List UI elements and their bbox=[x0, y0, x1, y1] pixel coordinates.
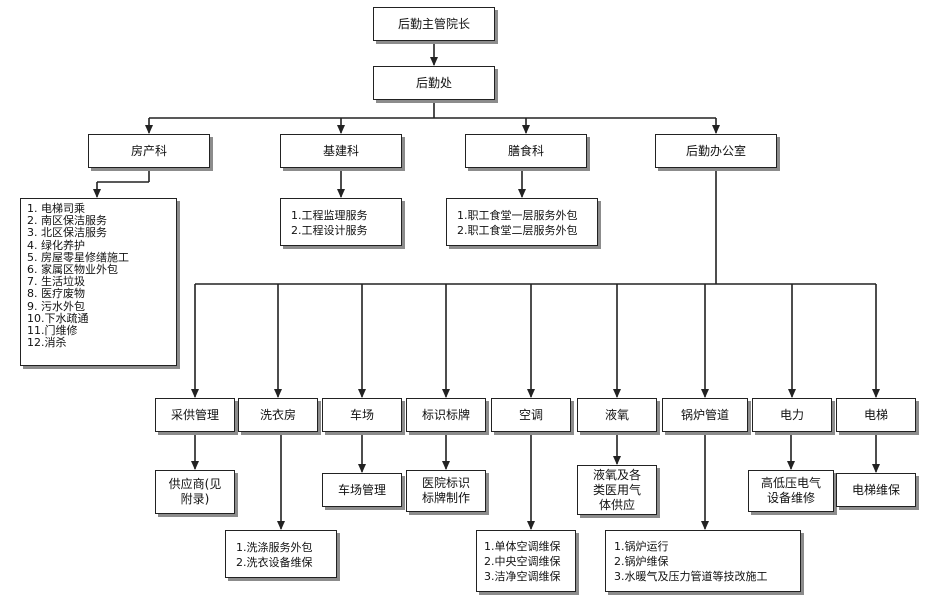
boiler-detail-list: 1.锅炉运行 2.锅炉维保 3.水暖气及压力管道等技改施工 bbox=[605, 530, 801, 592]
node-construction-dept: 基建科 bbox=[280, 134, 402, 168]
list-item: 2.职工食堂二层服务外包 bbox=[457, 224, 578, 237]
node-vice-president: 后勤主管院长 bbox=[373, 7, 495, 41]
construction-services-list: 1.工程监理服务 2.工程设计服务 bbox=[280, 198, 402, 246]
unit-air-conditioning: 空调 bbox=[491, 398, 571, 432]
list-item: 1.职工食堂一层服务外包 bbox=[457, 209, 578, 222]
list-item: 1.洗涤服务外包 bbox=[236, 541, 313, 554]
list-item: 8. 医疗废物 bbox=[27, 287, 85, 301]
unit-liquid-oxygen: 液氧 bbox=[577, 398, 657, 432]
parking-detail: 车场管理 bbox=[322, 473, 402, 507]
list-item: 1.单体空调维保 bbox=[484, 540, 561, 553]
property-services-list: 1. 电梯司乘 2. 南区保洁服务 3. 北区保洁服务 4. 绿化养护 5. 房… bbox=[20, 198, 177, 366]
list-item: 2.锅炉维保 bbox=[614, 555, 669, 568]
unit-elevator: 电梯 bbox=[836, 398, 916, 432]
list-item: 3.水暖气及压力管道等技改施工 bbox=[614, 570, 768, 583]
procurement-detail: 供应商(见 附录) bbox=[155, 470, 235, 514]
list-item: 2. 南区保洁服务 bbox=[27, 214, 107, 228]
signage-detail: 医院标识 标牌制作 bbox=[406, 470, 486, 512]
unit-laundry: 洗衣房 bbox=[238, 398, 318, 432]
list-item: 3.洁净空调维保 bbox=[484, 570, 561, 583]
laundry-detail-list: 1.洗涤服务外包 2.洗衣设备维保 bbox=[225, 530, 337, 578]
unit-signage: 标识标牌 bbox=[406, 398, 486, 432]
unit-boiler-pipes: 锅炉管道 bbox=[662, 398, 748, 432]
power-detail: 高低压电气 设备维修 bbox=[748, 470, 834, 512]
elevator-detail: 电梯维保 bbox=[836, 473, 916, 507]
unit-parking: 车场 bbox=[322, 398, 402, 432]
oxygen-detail: 液氧及各 类医用气 体供应 bbox=[577, 465, 657, 515]
list-item: 1.锅炉运行 bbox=[614, 540, 669, 553]
node-logistics-office: 后勤处 bbox=[373, 66, 495, 100]
list-item: 12.消杀 bbox=[27, 336, 67, 350]
list-item: 9. 污水外包 bbox=[27, 299, 85, 313]
list-item: 7. 生活垃圾 bbox=[27, 275, 85, 289]
list-item: 10.下水疏通 bbox=[27, 311, 89, 325]
list-item: 5. 房屋零星修缮施工 bbox=[27, 250, 129, 264]
list-item: 3. 北区保洁服务 bbox=[27, 226, 107, 240]
list-item: 4. 绿化养护 bbox=[27, 238, 85, 252]
list-item: 2.洗衣设备维保 bbox=[236, 556, 313, 569]
node-property-dept: 房产科 bbox=[88, 134, 210, 168]
node-logistics-admin-office: 后勤办公室 bbox=[655, 134, 777, 168]
list-item: 11.门维修 bbox=[27, 324, 78, 338]
ac-detail-list: 1.单体空调维保 2.中央空调维保 3.洁净空调维保 bbox=[476, 530, 576, 592]
unit-electric-power: 电力 bbox=[752, 398, 832, 432]
node-catering-dept: 膳食科 bbox=[465, 134, 587, 168]
unit-procurement: 采供管理 bbox=[155, 398, 235, 432]
list-item: 1. 电梯司乘 bbox=[27, 202, 85, 215]
list-item: 2.中央空调维保 bbox=[484, 555, 561, 568]
list-item: 6. 家属区物业外包 bbox=[27, 263, 118, 277]
catering-services-list: 1.职工食堂一层服务外包 2.职工食堂二层服务外包 bbox=[446, 198, 598, 246]
list-item: 2.工程设计服务 bbox=[291, 224, 368, 237]
list-item: 1.工程监理服务 bbox=[291, 209, 368, 222]
